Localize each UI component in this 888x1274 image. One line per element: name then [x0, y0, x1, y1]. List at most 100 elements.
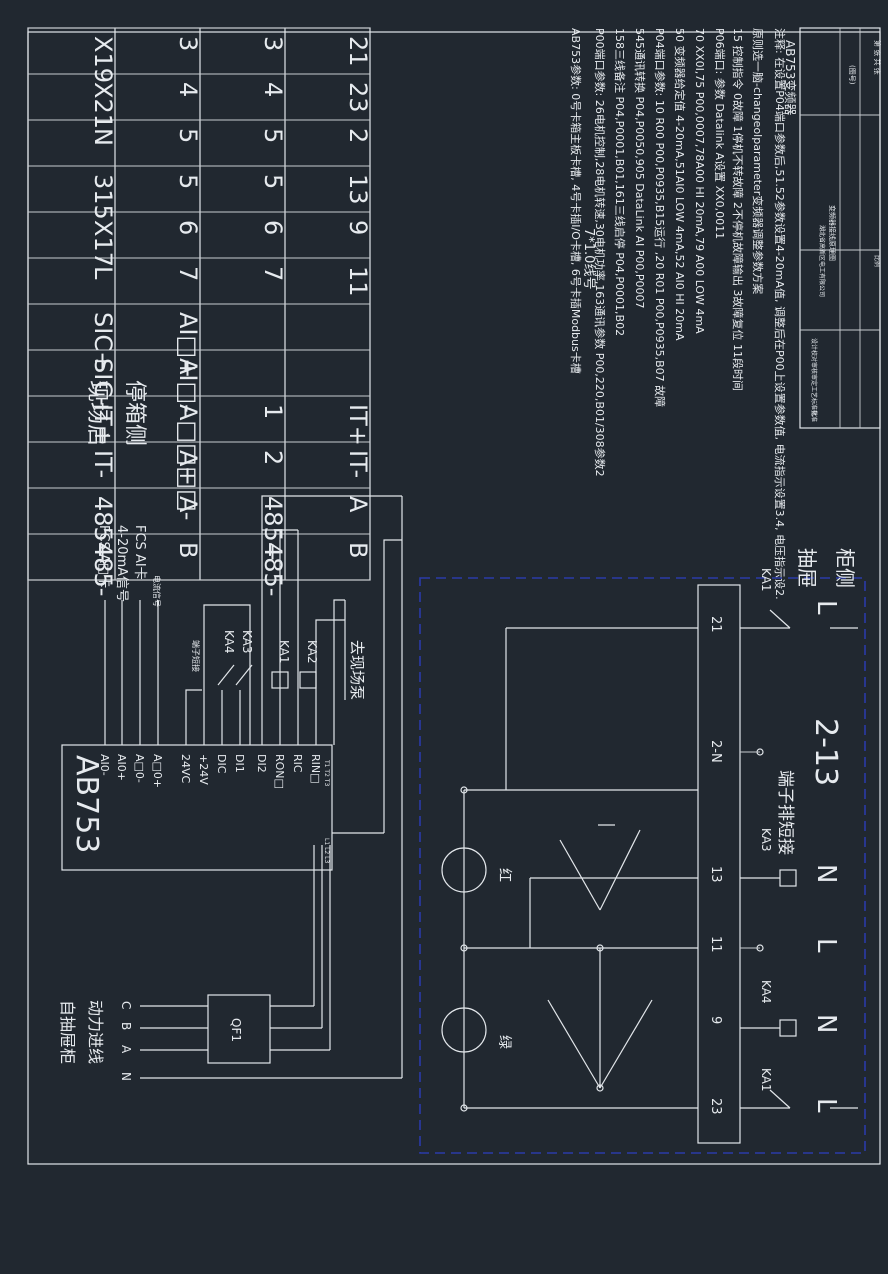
jumper-text: 端子排短接 [775, 770, 795, 855]
inverter-pin: A□0- [133, 754, 146, 783]
inverter-pin: 24VC [179, 754, 192, 784]
inverter-pin: DI1 [233, 754, 246, 773]
drawer-label-2: 柜侧 [833, 548, 857, 588]
jumper-note: 端子短接 [191, 640, 201, 672]
table-cell-c3: A□□- [174, 450, 202, 520]
note-line: 50 变频器给定值 4-20mA,51AI0 LOW 4mA,52 AI0 HI… [673, 28, 687, 341]
relay-ka1-low2: KA1 [759, 568, 773, 592]
terminal-label: 2-N [708, 740, 723, 763]
table-cell-c4: X17 [89, 220, 117, 267]
note-line: AB753参数: 0号卡箱主板卡槽, 4号卡插I/O卡槽, 6号卡插Modbus… [569, 28, 583, 374]
terminal-label: 21 [708, 616, 723, 633]
inverter-pin: AI0+ [115, 754, 128, 781]
upper-wiring: 自抽屉柜 动力进线 N A B C QF1 AB753 AI0-AI0+A□0-… [58, 495, 403, 1081]
terminal-label: 11 [708, 936, 723, 953]
table-cell-c3: 3 [174, 36, 202, 51]
table-cell-c2: 485+ [259, 496, 287, 562]
signal-4-20ma: 4-20mA信号 [114, 525, 129, 602]
relay-ka4-coil [779, 1019, 797, 1037]
terminal-label: 13 [708, 866, 723, 883]
source-label-1: 自抽屉柜 [58, 1000, 77, 1064]
phase-n: N [119, 1072, 133, 1081]
table-cell-c1: 13 [344, 174, 372, 205]
table-cell-c1: 2 [344, 128, 372, 143]
table-cell-c3: A [174, 496, 202, 513]
table-cell-c2: 5 [259, 128, 287, 143]
inverter-pin: A□0+ [151, 754, 164, 788]
table-cell-c3: 6 [174, 220, 202, 235]
note-line: P06端口: 参数 Datalink A设置 XX0,0011 [713, 28, 727, 239]
drawer-label-1: 抽屉 [795, 548, 819, 588]
table-cell-c4: L [89, 266, 117, 280]
title-company: 湖北省高新区电工有限公司 [818, 225, 826, 297]
title-field: 审定 [810, 374, 818, 386]
terminal-label: 9 [708, 1016, 723, 1024]
table-cell-c1: IT+ [344, 404, 372, 446]
row-label-1: 现场启 [84, 380, 109, 446]
drawing-frame [27, 31, 881, 1165]
table-cell-c3: AI□- [174, 358, 202, 413]
lamp-green [441, 1007, 487, 1053]
breaker-qf1 [207, 994, 271, 1064]
inverter-pin: DI2 [255, 754, 268, 773]
nl-5: L [811, 600, 841, 615]
note-line: 原则选一脑-changeolparameter变频器调整参数方案 [751, 28, 765, 294]
relay-ka1-top: KA1 [277, 640, 291, 664]
nl-3: L [811, 938, 841, 953]
table-cell-c3: 5 [174, 174, 202, 189]
table-cell-c4: 485- [89, 542, 117, 596]
note-line: P00端口参数: 26电机控制,28电机转速,30电机功率,163通讯参数 P0… [593, 28, 607, 477]
inverter-pin: +24V [197, 754, 210, 785]
signal-fcs-ao: FCS A□卡 [96, 525, 111, 588]
table-cell-c4: SIC+ [89, 312, 117, 371]
title-drawing-no: AB753变频器 [783, 40, 798, 115]
lamp-red [441, 847, 487, 893]
relay-ka2-top: KA2 [305, 640, 319, 664]
table-cell-c1: 9 [344, 220, 372, 235]
table-cell-c1: 21 [344, 36, 372, 67]
table-cell-c1: B [344, 542, 372, 558]
inverter-ab753 [61, 744, 333, 871]
motor-terminals-bottom: L1 L2 L3 [323, 838, 330, 863]
title-scale: 比例 [873, 255, 881, 267]
note-line: 注释: 在设置P04端口参数后,51.52参数设置4-20mA值, 调整后在P0… [773, 28, 787, 600]
nl-2: N [811, 1014, 841, 1033]
inverter-pin: AI0- [98, 754, 111, 776]
table-cell-c3: AI□+ [174, 312, 202, 378]
table-cell-c4: 315 [89, 174, 117, 220]
motor-terminals-top: T1 T2 T3 [323, 759, 330, 786]
relay-ka3-top: KA3 [240, 630, 254, 654]
note-line: 545通讯转换 P04,P0050,905 DataLink AI P00,P0… [633, 28, 647, 309]
table-cell-c1: 23 [344, 82, 372, 113]
title-drawing-name: 变频器接线原理图 [828, 205, 837, 261]
title-block: AB753变频器 湖北省高新区电工有限公司 变频器接线原理图 (图号) 第 张 … [783, 27, 882, 429]
title-field: 批准 [810, 410, 818, 422]
relay-ka4-low: KA4 [759, 980, 773, 1004]
row-label-2: 停箱侧 [122, 380, 147, 446]
relay-ka2-coil [299, 671, 317, 689]
inverter-pin: RIN□ [309, 754, 322, 784]
table-cell-c2: 6 [259, 220, 287, 235]
note-line: 15 控制指令 0故障 1停机不转故障 2不停机故障输出 3故障复位 11段时间 [731, 28, 745, 391]
note-line: 158三线备注 P04,P0001,B01,161三线启停 P04,P0001,… [613, 28, 627, 336]
table-cell-c2: 1 [259, 404, 287, 419]
table-cell-c3: 7 [174, 266, 202, 281]
title-field: 标准化 [810, 398, 818, 416]
to-pump-label: 去现场泵 [348, 640, 366, 700]
table-cell-c2: 2 [259, 450, 287, 465]
table-cell-c2: 7 [259, 266, 287, 281]
relay-ka1-low: KA1 [759, 1068, 773, 1092]
relay-ka4-top: KA4 [222, 630, 236, 654]
lamp-green-label: 绿 [496, 1035, 512, 1049]
inverter-pin: DIC [215, 754, 228, 774]
table-cell-c2: 3 [259, 36, 287, 51]
table-cell-c4: N [89, 128, 117, 146]
inverter-pin: RIC [291, 754, 304, 773]
table-cell-c4: 485+ [89, 496, 117, 562]
title-field: 设计 [810, 338, 818, 350]
title-stage: (图号) [848, 65, 856, 85]
inverter-pin: RON□ [273, 754, 286, 789]
terminal-label: 23 [708, 1098, 723, 1115]
table-cell-c3: 4 [174, 82, 202, 97]
